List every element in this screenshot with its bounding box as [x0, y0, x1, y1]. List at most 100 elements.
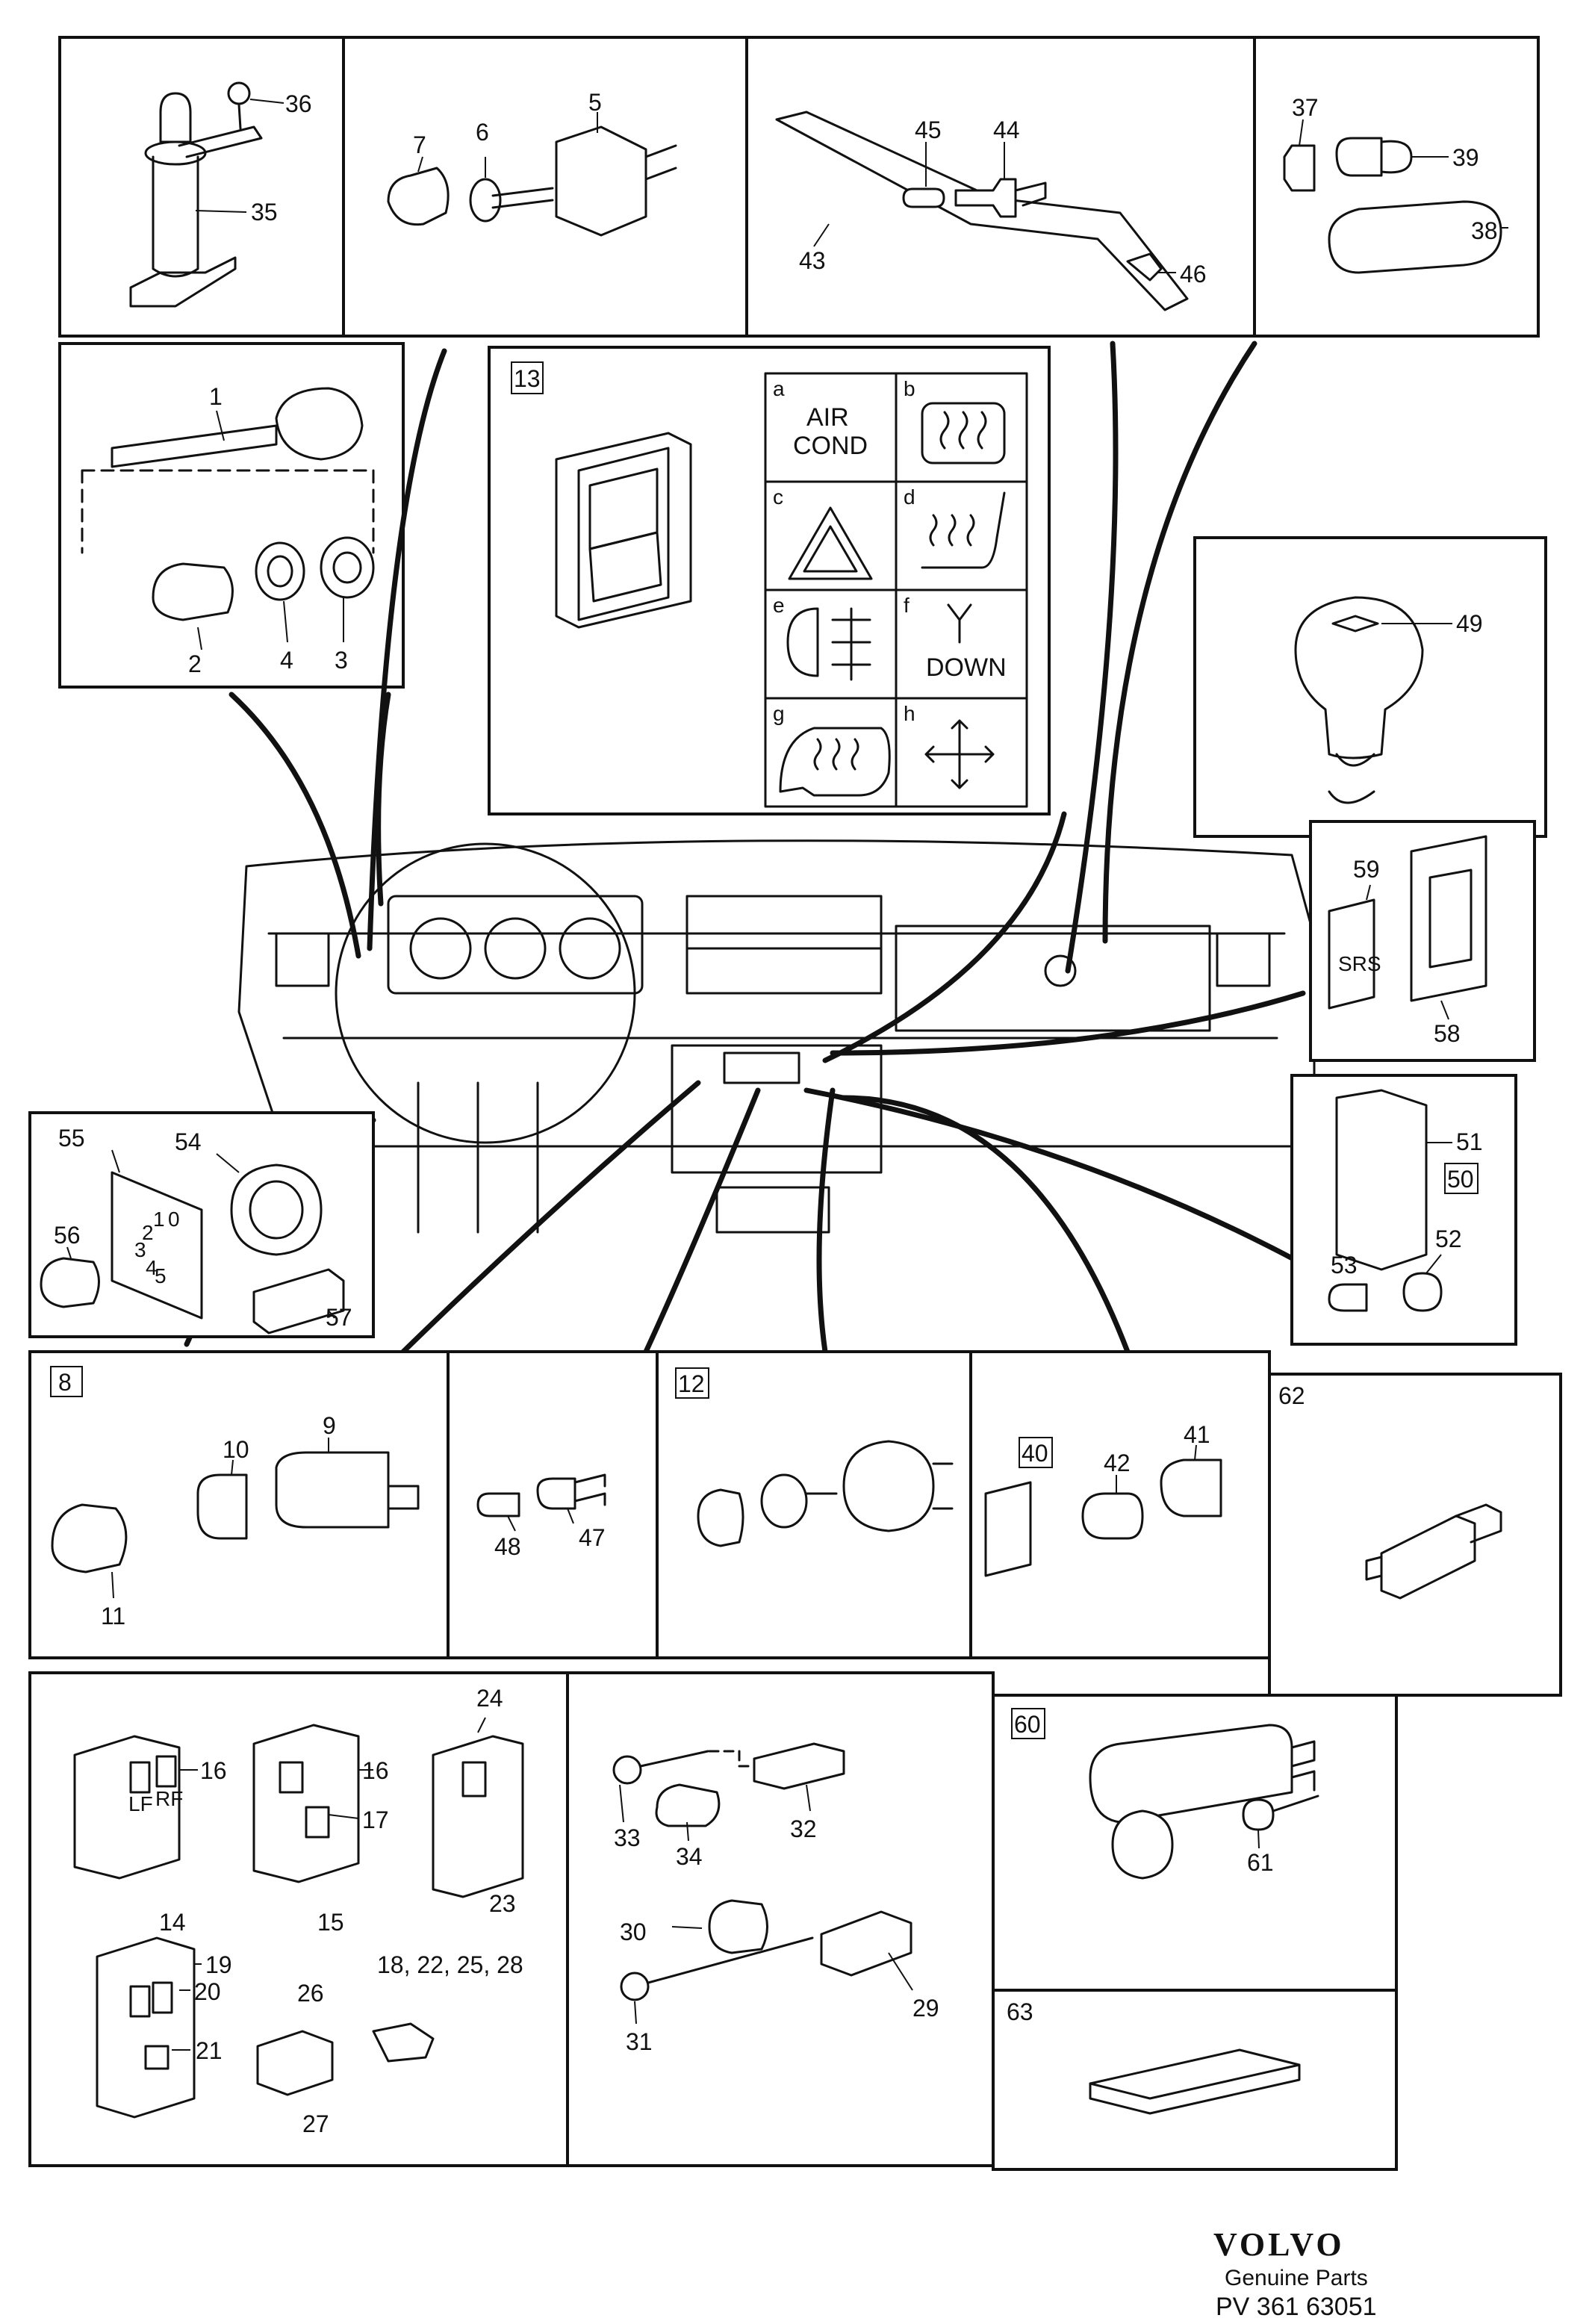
- label-47: 47: [579, 1524, 606, 1551]
- box-60: 60: [1014, 1711, 1041, 1738]
- label-41: 41: [1184, 1421, 1210, 1448]
- symbol-a-text1: AIR: [806, 403, 849, 432]
- label-61: 61: [1247, 1849, 1274, 1876]
- label-39: 39: [1452, 144, 1479, 171]
- label-24: 24: [476, 1685, 503, 1712]
- label-38: 38: [1471, 217, 1498, 244]
- panel-63-cover: 63: [992, 1989, 1398, 2171]
- panel-window-switches: 24 16 LF RF 16 17 14 15 23 19 20 21 26 2…: [28, 1671, 569, 2167]
- label-4: 4: [280, 647, 293, 674]
- genuine-parts-label: Genuine Parts: [1225, 2266, 1368, 2290]
- label-5: 5: [588, 89, 602, 116]
- box-8: 8: [58, 1369, 72, 1396]
- label-48: 48: [494, 1533, 521, 1560]
- panel-light-dimmer: 1 2 3 4 5 0 55 54 56 57: [28, 1111, 375, 1338]
- panel-12-switch: 12: [656, 1350, 972, 1659]
- srs-text: SRS: [1338, 952, 1381, 975]
- label-59: 59: [1353, 856, 1380, 883]
- label-7: 7: [413, 131, 426, 158]
- label-52: 52: [1435, 1225, 1462, 1252]
- label-35: 35: [251, 199, 278, 226]
- label-55: 55: [58, 1125, 85, 1152]
- part-number-code: PV 361 63051: [1216, 2293, 1377, 2321]
- label-20: 20: [194, 1978, 221, 2005]
- dial-mark-1: 1: [153, 1208, 165, 1231]
- label-37: 37: [1292, 94, 1319, 121]
- panel-switch-plunger: 36 35: [58, 36, 345, 338]
- symbol-letter-g: g: [773, 702, 785, 725]
- panel-bulb-holder: 48 47: [447, 1350, 659, 1659]
- label-63: 63: [1007, 1998, 1033, 2025]
- label-2: 2: [188, 650, 202, 677]
- label-16a: 16: [200, 1757, 227, 1784]
- seat-heater-icon: [921, 491, 1006, 569]
- label-15: 15: [317, 1909, 344, 1936]
- label-49: 49: [1456, 610, 1483, 637]
- fog-light-icon: [786, 607, 871, 681]
- panel-headlight-switch: 1 2 4 3: [58, 342, 405, 689]
- symbol-letter-e: e: [773, 594, 785, 617]
- label-17: 17: [362, 1806, 389, 1833]
- label-29: 29: [912, 1995, 939, 2022]
- symbol-letter-h: h: [904, 702, 915, 725]
- panel-60-door-switch: 60 61: [992, 1694, 1398, 1992]
- label-19: 19: [205, 1951, 232, 1978]
- label-56: 56: [54, 1222, 81, 1249]
- antenna-icon: [947, 603, 972, 644]
- symbol-letter-a: a: [773, 377, 785, 400]
- label-18-22-25-28: 18, 22, 25, 28: [377, 1951, 523, 1978]
- mirror-heater-icon: [779, 727, 891, 797]
- label-9: 9: [323, 1412, 336, 1439]
- label-23: 23: [489, 1890, 516, 1917]
- label-53: 53: [1331, 1252, 1358, 1278]
- label-27: 27: [302, 2110, 329, 2137]
- dial-mark-2: 2: [142, 1221, 154, 1244]
- box-13: 13: [514, 365, 541, 392]
- label-14: 14: [159, 1909, 186, 1936]
- panel-gear-knob: 49: [1193, 536, 1547, 838]
- label-16b: 16: [362, 1757, 389, 1784]
- panel-8-lighter: 8 10 9 11: [28, 1350, 450, 1659]
- box-50: 50: [1447, 1166, 1474, 1193]
- mirror-adjust-icon: [924, 719, 995, 789]
- volvo-logo: VOLVO: [1213, 2226, 1345, 2263]
- label-3: 3: [335, 647, 348, 674]
- label-1: 1: [209, 383, 223, 410]
- symbol-letter-b: b: [904, 377, 915, 400]
- dashboard-illustration: [237, 839, 1316, 1234]
- label-42: 42: [1104, 1450, 1131, 1476]
- footer-branding: VOLVO Genuine Parts PV 361 63051: [1213, 2226, 1377, 2321]
- box-12: 12: [678, 1370, 705, 1397]
- dial-mark-5: 5: [155, 1264, 167, 1287]
- symbol-letter-c: c: [773, 485, 783, 509]
- dial-mark-3: 3: [134, 1238, 146, 1261]
- dial-mark-4: 4: [146, 1256, 158, 1279]
- label-46: 46: [1180, 261, 1207, 288]
- symbol-letter-f: f: [904, 594, 910, 617]
- label-36: 36: [285, 90, 312, 117]
- label-57: 57: [326, 1304, 352, 1331]
- panel-13-rocker-switch: 13 a AIR COND b c d e f DOWN g: [488, 346, 1051, 815]
- panel-40-lamp: 40 42 41: [969, 1350, 1271, 1659]
- switch-label-lf: LF: [128, 1792, 153, 1815]
- panel-srs-cover: 59 SRS 58: [1309, 820, 1536, 1062]
- symbol-grid: a AIR COND b c d e f DOWN g h: [764, 372, 1028, 808]
- hazard-icon: [788, 506, 873, 580]
- switch-label-rf: RF: [155, 1787, 183, 1810]
- symbol-f-text: DOWN: [926, 653, 1007, 682]
- symbol-letter-d: d: [904, 485, 915, 509]
- label-44: 44: [993, 116, 1020, 143]
- label-43: 43: [799, 247, 826, 274]
- label-11: 11: [101, 1603, 125, 1629]
- label-58: 58: [1434, 1020, 1461, 1047]
- label-10: 10: [223, 1436, 249, 1463]
- callout-lines: [184, 341, 1306, 1355]
- label-30: 30: [620, 1918, 647, 1945]
- panel-62-switch: 62: [1268, 1373, 1562, 1697]
- label-21: 21: [196, 2037, 223, 2064]
- box-40: 40: [1022, 1440, 1048, 1467]
- panel-courtesy-lamp: 37 39 38: [1253, 36, 1540, 338]
- label-51: 51: [1456, 1128, 1483, 1155]
- panel-door-switches: 33 32 34 30 29 31: [566, 1671, 995, 2167]
